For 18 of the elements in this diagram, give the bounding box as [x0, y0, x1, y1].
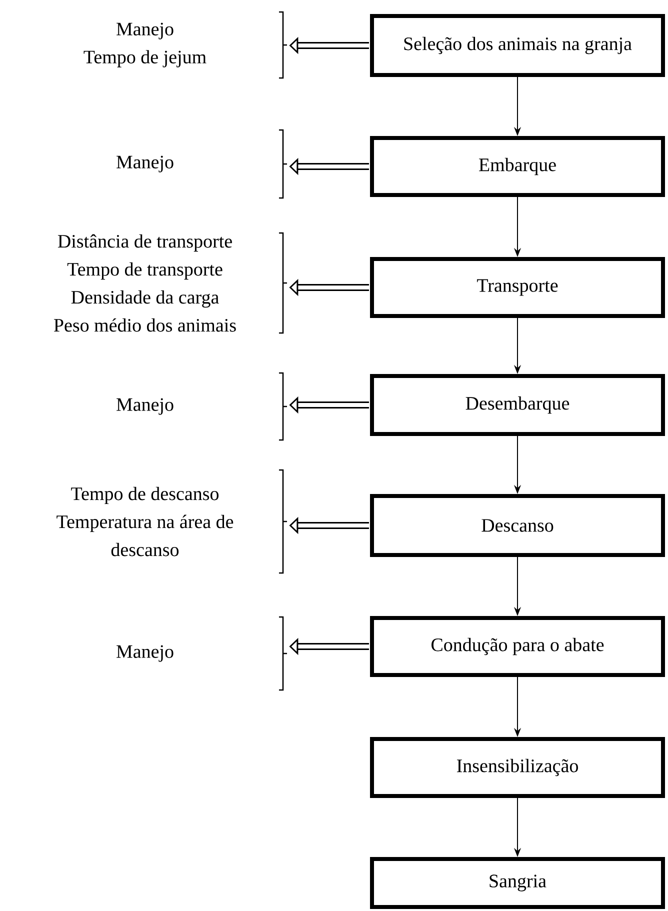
factor-list: Manejo — [116, 156, 174, 172]
node-label: Peso médio dos animais — [54, 318, 236, 332]
process-box: Descanso — [370, 494, 665, 557]
process-box: Embarque — [370, 136, 665, 197]
node-label: Densidade da carga — [71, 290, 219, 308]
process-box: Insensibilização — [370, 737, 665, 798]
node-label: Tempo de transporte — [67, 262, 222, 280]
factor-list: Tempo de descanso Temperatura na área de descanso — [56, 486, 234, 556]
factor-list: Distância de transporte Tempo de transporte Densidade da carga Peso médio dos animais — [54, 234, 236, 332]
process-box: Sangria — [370, 857, 665, 909]
process-box: Desembarque — [370, 374, 665, 436]
process-box: Seleção dos animais na granja — [370, 14, 665, 77]
process-box: Transporte — [370, 257, 665, 318]
factor-list: Manejo Tempo de jejum — [84, 22, 206, 68]
process-box: Condução para o abate — [370, 616, 665, 677]
node-label: Distância de transporte — [58, 234, 232, 252]
factor-list: Manejo — [116, 398, 174, 415]
factor-list: Manejo — [116, 645, 174, 662]
